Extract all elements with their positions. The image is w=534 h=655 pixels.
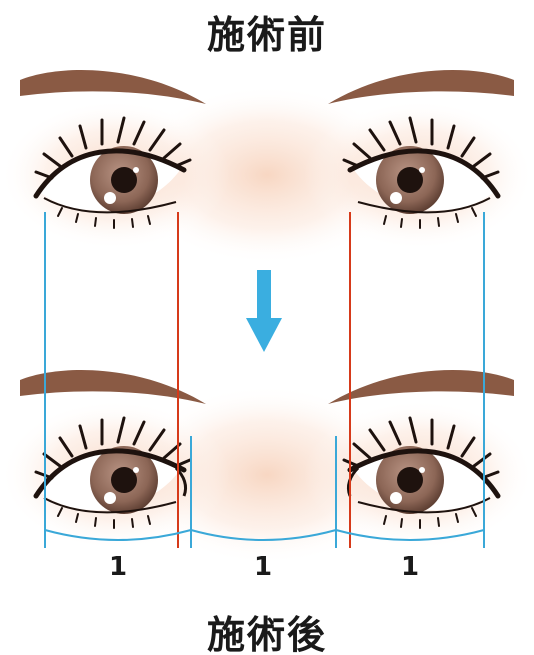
left-eye-before — [0, 70, 230, 250]
title-after: 施術後 — [206, 613, 327, 655]
title-before: 施術前 — [206, 13, 327, 57]
right-eye-after — [304, 370, 534, 550]
ratio-label-left: 1 — [108, 552, 128, 582]
left-eye-after — [0, 370, 230, 550]
arrow-down-icon — [246, 270, 282, 352]
measurement-brackets — [44, 528, 485, 548]
ratio-label-center: 1 — [253, 552, 273, 582]
right-eye-before — [304, 70, 534, 250]
ratio-label-right: 1 — [400, 552, 420, 582]
